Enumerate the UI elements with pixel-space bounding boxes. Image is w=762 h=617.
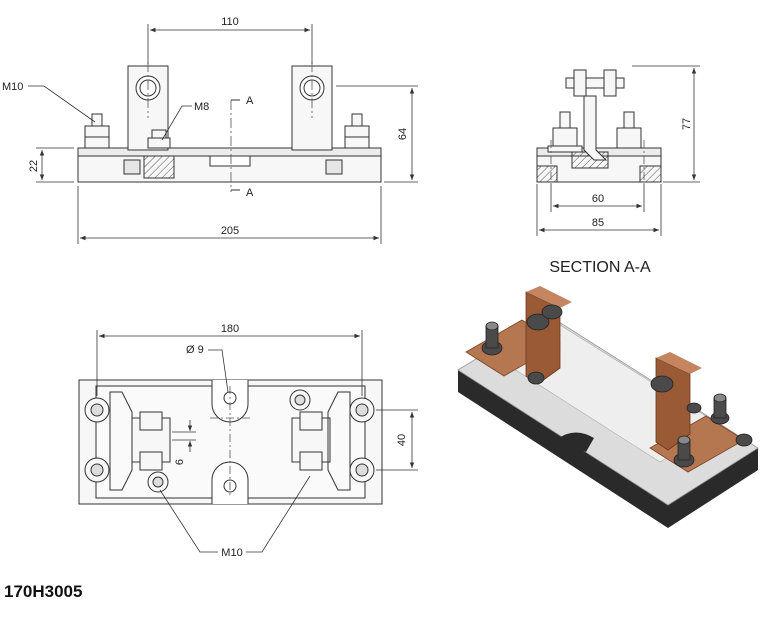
dim-22: 22 (28, 160, 40, 172)
iso-nut-2 (526, 313, 550, 331)
front-section-hatch (143, 155, 175, 179)
dim-dia-9: Ø 9 (186, 344, 204, 356)
dim-6: 6 (174, 459, 186, 465)
front-centerlines (147, 62, 313, 192)
section-title: SECTION A-A (549, 259, 651, 276)
plan-view (78, 379, 383, 505)
dim-60: 60 (592, 193, 604, 205)
thread-m8-front: M8 (194, 101, 209, 113)
dim-180: 180 (221, 323, 239, 335)
dim-110: 110 (221, 16, 239, 28)
front-view (77, 65, 382, 183)
side-view (536, 69, 662, 183)
dim-85: 85 (592, 217, 604, 229)
plan-dimension-lines (96, 330, 418, 553)
iso-nut-7 (735, 433, 753, 447)
side-section-hatch-right (639, 165, 662, 183)
iso-nut-3 (527, 371, 545, 385)
isometric-render (457, 286, 759, 528)
iso-nut-8 (686, 402, 702, 414)
thread-m10-plan: M10 (221, 547, 242, 559)
dim-205: 205 (221, 225, 239, 237)
iso-nut-4 (650, 375, 674, 393)
side-blade (583, 95, 608, 161)
side-section-hatch-left (536, 165, 558, 183)
part-number: 170H3005 (4, 582, 83, 601)
thread-m10-front: M10 (2, 81, 23, 93)
side-dimension-lines (536, 65, 700, 236)
dim-40: 40 (396, 434, 408, 446)
section-markers (231, 99, 240, 191)
dim-77: 77 (681, 118, 693, 130)
section-marker-top: A (246, 95, 254, 107)
plan-centerlines (210, 386, 250, 498)
section-marker-bottom: A (246, 187, 254, 199)
dim-64: 64 (397, 128, 409, 140)
side-centerlines (550, 140, 645, 186)
front-dimension-lines (28, 24, 418, 244)
